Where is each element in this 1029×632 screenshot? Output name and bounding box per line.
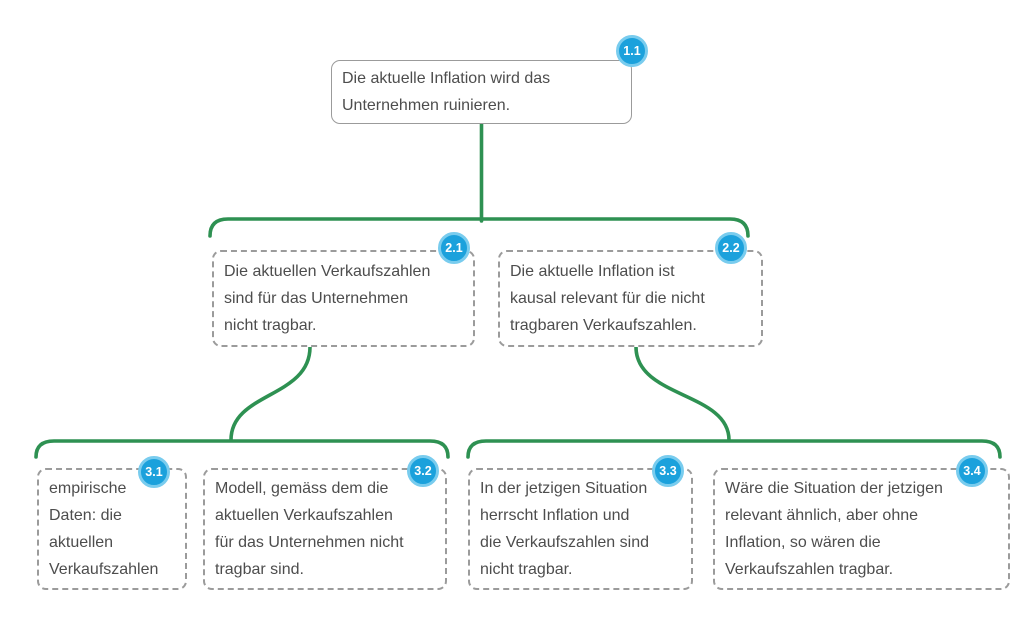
node-3-2-badge: 3.2 bbox=[407, 455, 439, 487]
connector-bracket-3-left bbox=[34, 439, 450, 459]
node-3-3-badge: 3.3 bbox=[652, 455, 684, 487]
node-3-4-badge: 3.4 bbox=[956, 455, 988, 487]
node-3-3-text: In der jetzigen Situation herrscht Infla… bbox=[480, 480, 649, 578]
node-2-1[interactable]: 2.1 Die aktuellen Verkaufszahlen sind fü… bbox=[212, 232, 475, 347]
node-1-1[interactable]: 1.1 Die aktuelle Inflation wird das Unte… bbox=[331, 35, 648, 124]
node-3-1-badge: 3.1 bbox=[138, 456, 170, 488]
connector-bracket-3-right bbox=[466, 439, 1002, 459]
node-3-2[interactable]: 3.2 Modell, gemäss dem die aktuellen Ver… bbox=[203, 455, 447, 590]
connector-curve-2-2-to-children bbox=[634, 345, 731, 442]
node-1-1-badge: 1.1 bbox=[616, 35, 648, 67]
connector-curve-2-1-to-children bbox=[229, 345, 312, 442]
node-3-3[interactable]: 3.3 In der jetzigen Situation herrscht I… bbox=[468, 455, 693, 590]
node-3-4-text: Wäre die Situation der jetzigen relevant… bbox=[725, 480, 943, 578]
node-3-1-text: empirische Daten: die aktuellen Verkaufs… bbox=[49, 480, 159, 578]
node-2-2-badge: 2.2 bbox=[715, 232, 747, 264]
node-2-2-text: Die aktuelle Inflation ist kausal releva… bbox=[510, 263, 705, 334]
node-3-4[interactable]: 3.4 Wäre die Situation der jetzigen rele… bbox=[713, 455, 1010, 590]
node-3-2-text: Modell, gemäss dem die aktuellen Verkauf… bbox=[215, 480, 404, 578]
node-2-1-text: Die aktuellen Verkaufszahlen sind für da… bbox=[224, 263, 431, 334]
node-2-2[interactable]: 2.2 Die aktuelle Inflation ist kausal re… bbox=[498, 232, 763, 347]
node-1-1-text: Die aktuelle Inflation wird das Unterneh… bbox=[342, 70, 551, 114]
connector-bracket-level-2 bbox=[208, 217, 750, 238]
node-3-1[interactable]: 3.1 empirische Daten: die aktuellen Verk… bbox=[37, 456, 187, 590]
node-2-1-badge: 2.1 bbox=[438, 232, 470, 264]
